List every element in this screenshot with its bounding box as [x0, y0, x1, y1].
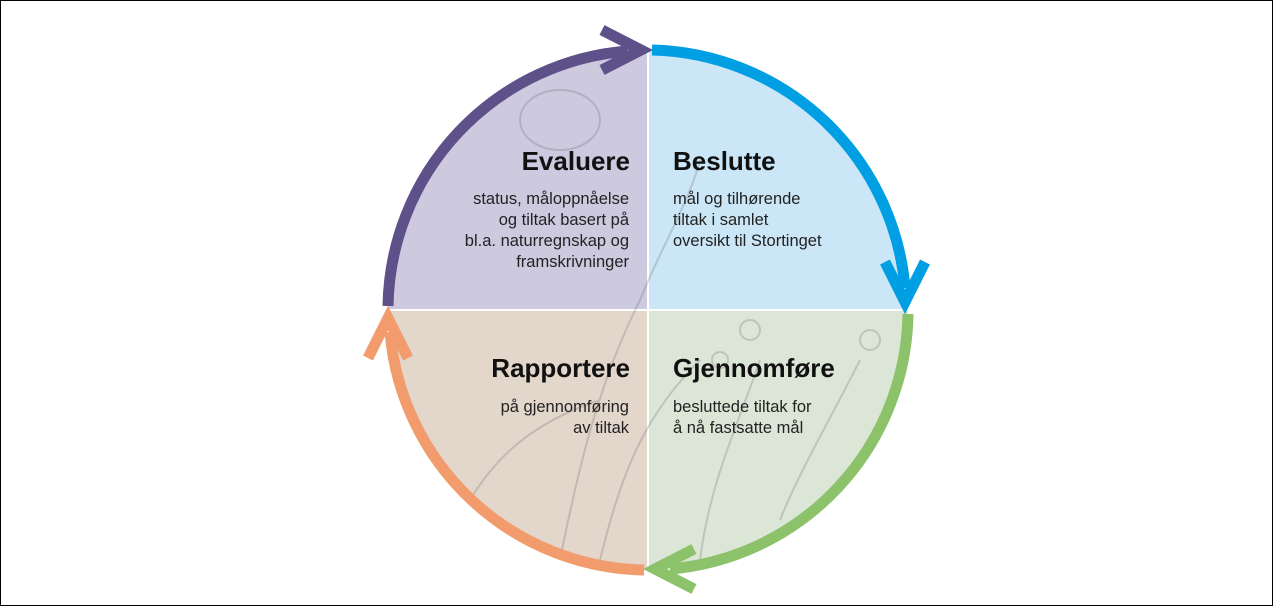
- evaluate-line-1: status, måloppnåelse: [473, 190, 629, 208]
- flower-background-image: [469, 89, 881, 561]
- quadrant-implement: [648, 310, 908, 570]
- implement-title: Gjennomføre: [673, 353, 835, 383]
- implement-line-1: besluttede tiltak for: [673, 398, 812, 416]
- implement-line-2: å nå fastsatte mål: [673, 419, 804, 437]
- decide-line-2: tiltak i samlet: [673, 211, 769, 229]
- decide-line-3: oversikt til Stortinget: [673, 232, 822, 250]
- report-description: på gjennomføring av tiltak: [501, 397, 629, 439]
- arrow-report-head: [363, 305, 413, 361]
- report-line-2: av tiltak: [573, 419, 629, 437]
- evaluate-title: Evaluere: [521, 146, 630, 176]
- arrow-evaluate: [382, 45, 629, 307]
- arrow-decide: [651, 44, 911, 289]
- evaluate-line-4: framskrivninger: [516, 253, 629, 271]
- report-title: Rapportere: [491, 353, 630, 383]
- arrow-implement-head: [642, 544, 697, 594]
- implement-description: besluttede tiltak for å nå fastsatte mål: [673, 397, 812, 439]
- evaluate-line-3: bl.a. naturregnskap og: [464, 232, 629, 250]
- evaluate-line-2: og tiltak basert på: [498, 211, 629, 229]
- evaluate-description: status, måloppnåelse og tiltak basert på…: [465, 189, 629, 273]
- decide-line-1: mål og tilhørende: [673, 190, 801, 208]
- decide-title: Beslutte: [673, 146, 776, 176]
- arrow-implement: [669, 313, 914, 575]
- arrow-decide-head: [880, 259, 930, 315]
- quadrant-report: [388, 310, 648, 570]
- quadrant-decide: [648, 50, 908, 310]
- report-line-1: på gjennomføring: [500, 398, 629, 416]
- decide-description: mål og tilhørende tiltak i samlet oversi…: [673, 189, 822, 252]
- arrow-evaluate-head: [599, 25, 654, 75]
- quadrant-evaluate: [388, 50, 648, 310]
- arrow-report: [384, 331, 645, 576]
